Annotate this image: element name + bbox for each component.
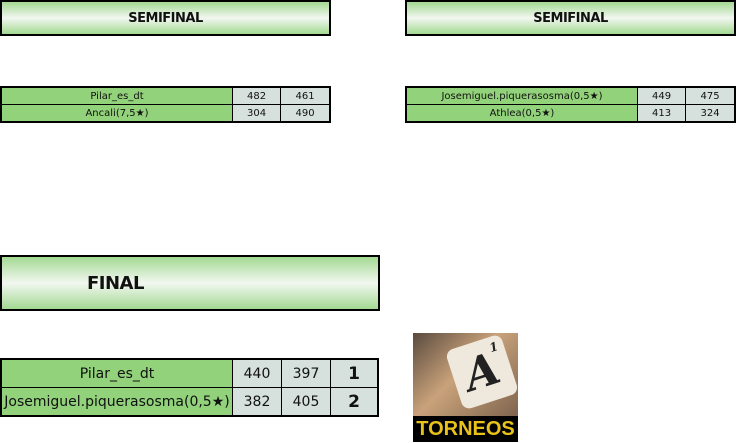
rank: 1 — [330, 358, 379, 388]
score: 324 — [685, 104, 736, 123]
player-name: Josemiguel.piquerasosma(0,5★) — [405, 86, 638, 105]
score: 382 — [232, 387, 282, 417]
score: 461 — [280, 86, 331, 105]
score: 413 — [636, 104, 687, 123]
logo-label: TORNEOS — [413, 416, 518, 442]
score: 397 — [281, 358, 331, 388]
score: 405 — [281, 387, 331, 417]
player-name: Josemiguel.piquerasosma(0,5★) — [0, 387, 233, 417]
semifinal-1-title: SEMIFINAL — [128, 10, 203, 26]
player-name: Pilar_es_dt — [0, 358, 233, 388]
score: 490 — [280, 104, 331, 123]
score: 482 — [231, 86, 282, 105]
player-name: Athlea(0,5★) — [405, 104, 638, 123]
semifinal-1-header: SEMIFINAL — [0, 0, 331, 36]
score: 449 — [636, 86, 687, 105]
score: 304 — [231, 104, 282, 123]
final-title: FINAL — [87, 272, 144, 294]
score: 475 — [685, 86, 736, 105]
final-header: FINAL — [0, 255, 380, 311]
player-name: Ancali(7,5★) — [0, 104, 233, 123]
semifinal-2-title: SEMIFINAL — [533, 10, 608, 26]
rank: 2 — [330, 387, 379, 417]
score: 440 — [232, 358, 282, 388]
semifinal-2-header: SEMIFINAL — [405, 0, 736, 36]
player-name: Pilar_es_dt — [0, 86, 233, 105]
